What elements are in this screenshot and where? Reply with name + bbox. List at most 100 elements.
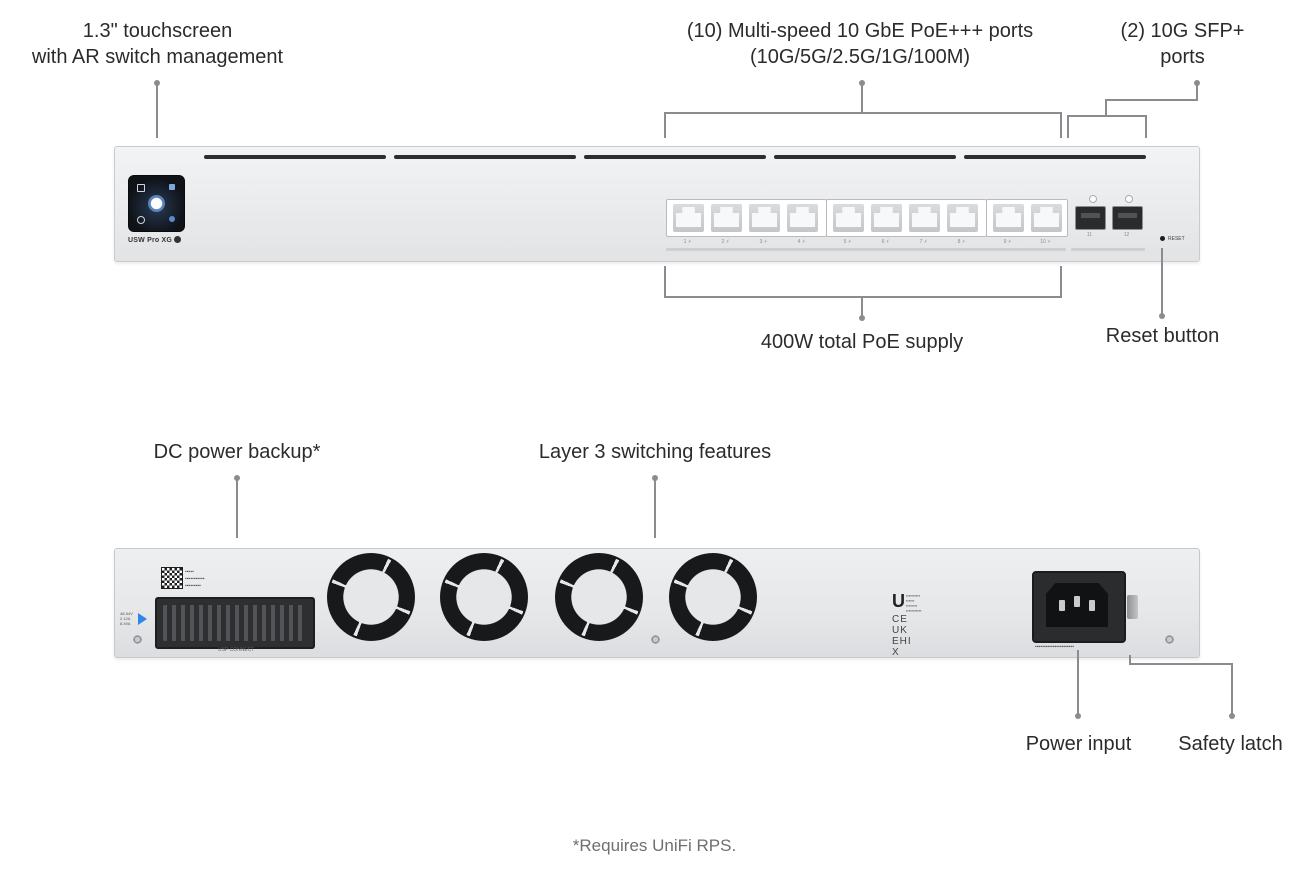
port-group-1-4: [666, 199, 827, 237]
screw: [133, 635, 142, 644]
callout-dot: [1075, 713, 1081, 719]
callout-line: [1105, 99, 1198, 101]
rj45-port-2[interactable]: [711, 204, 742, 232]
bracket-line: [664, 296, 1062, 298]
bracket-line: [664, 266, 666, 297]
ac-inlet-cavity: [1046, 583, 1108, 627]
sfp-port-12[interactable]: [1112, 206, 1143, 230]
safety-latch-label: Safety latch: [1178, 733, 1283, 755]
screen-info-icon: [137, 216, 145, 224]
port-number-label: 7 ⚡: [919, 239, 928, 245]
sfp-led-strip: [1071, 248, 1145, 251]
port-number-label: 4 ⚡: [797, 239, 806, 245]
sfp-ports-label: (2) 10G SFP+ ports: [1100, 18, 1265, 70]
screen-camera-icon: [169, 184, 175, 190]
bracket-line: [1067, 115, 1147, 117]
power-input-label: Power input: [1025, 733, 1132, 755]
multispeed-label-line1: (10) Multi-speed 10 GbE PoE+++ ports: [686, 20, 1034, 42]
layer3-label: Layer 3 switching features: [538, 441, 772, 463]
rj45-port-10[interactable]: [1031, 204, 1062, 232]
qr-text-line: ▪▪▪▪▪▪▪▪▪▪▪: [185, 576, 205, 582]
callout-line: [156, 83, 158, 138]
port-number-label: 5 ⚡: [843, 239, 852, 245]
dc-rating-line: 2.12A: [120, 616, 131, 621]
sfp-led-11: [1089, 195, 1097, 203]
front-vent: [774, 155, 956, 159]
callout-line: [654, 478, 656, 538]
sfp-led-12: [1125, 195, 1133, 203]
port-led-strip: [666, 248, 1066, 251]
port-number-label: 8 ⚡: [957, 239, 966, 245]
touchscreen-label-line2: with AR switch management: [31, 46, 284, 68]
power-indicator-icon: [138, 613, 147, 625]
port-number-label: 9 ⚡: [1003, 239, 1012, 245]
bracket-line: [1060, 112, 1062, 138]
callout-line: [1077, 650, 1079, 715]
power-rating-text: ▪▪▪▪▪▪▪▪▪▪▪▪▪▪▪▪▪▪▪▪▪▪: [1035, 644, 1074, 650]
callout-line: [236, 478, 238, 538]
front-vent: [394, 155, 576, 159]
switch-front-panel: USW Pro XG 1 ⚡ 2 ⚡ 3 ⚡ 4 ⚡ 5 ⚡ 6 ⚡ 7 ⚡ 8…: [114, 146, 1200, 262]
callout-dot: [1159, 313, 1165, 319]
model-name: USW Pro XG: [128, 237, 173, 244]
regulatory-text: ▪▪▪▪▪▪▪▪▪▪▪▪▪▪▪▪▪▪▪▪▪▪▪▪▪▪▪▪▪▪▪▪▪▪▪: [906, 593, 922, 613]
sfp-number-label: 12: [1123, 232, 1130, 238]
poe-supply-label: 400W total PoE supply: [760, 331, 964, 353]
callout-line: [861, 296, 863, 316]
callout-line: [1105, 99, 1107, 115]
dc-backup-label: DC power backup*: [153, 441, 321, 463]
sfp-port-11[interactable]: [1075, 206, 1106, 230]
rj45-port-8[interactable]: [947, 204, 978, 232]
bracket-line: [1060, 266, 1062, 297]
front-vent: [584, 155, 766, 159]
dc-rating-line: 48-54V: [120, 611, 133, 616]
ac-pin: [1059, 600, 1065, 611]
certification-marks: CE UK EHI X: [892, 614, 912, 658]
reset-text: RESET: [1168, 236, 1185, 242]
rj45-port-9[interactable]: [993, 204, 1024, 232]
footnote: *Requires UniFi RPS.: [572, 836, 737, 855]
safety-latch[interactable]: [1127, 595, 1138, 619]
callout-line: [1231, 663, 1233, 715]
touchscreen: [128, 175, 185, 232]
sfp-label-line2: ports: [1160, 46, 1205, 68]
rj45-port-7[interactable]: [909, 204, 940, 232]
ac-power-inlet[interactable]: [1032, 571, 1126, 643]
screw: [1165, 635, 1174, 644]
rj45-port-6[interactable]: [871, 204, 902, 232]
port-number-label: 10 ⚡: [1040, 239, 1051, 245]
port-group-9-10: [986, 199, 1068, 237]
screen-settings-icon: [169, 216, 175, 222]
port-number-label: 2 ⚡: [721, 239, 730, 245]
bracket-line: [1067, 115, 1069, 138]
bracket-line: [1145, 115, 1147, 138]
dc-rating-text: 48-54V 2.12A 8.49A: [120, 611, 133, 626]
switch-back-panel: ▪▪▪▪▪ ▪▪▪▪▪▪▪▪▪▪▪ ▪▪▪▪▪▪▪▪▪ 48-54V 2.12A…: [114, 548, 1200, 658]
screw: [651, 635, 660, 644]
sfp-number-label: 11: [1086, 232, 1093, 238]
callout-line: [1129, 655, 1131, 664]
multispeed-label-line2: (10G/5G/2.5G/1G/100M): [749, 46, 971, 68]
callout-line: [861, 83, 863, 113]
ac-pin: [1089, 600, 1095, 611]
rj45-port-1[interactable]: [673, 204, 704, 232]
cooling-fan: [555, 553, 643, 641]
callout-dot: [859, 315, 865, 321]
port-group-5-8: [826, 199, 987, 237]
rj45-port-4[interactable]: [787, 204, 818, 232]
model-label: USW Pro XG: [128, 236, 182, 244]
screen-center-icon: [148, 195, 165, 212]
front-vent: [204, 155, 386, 159]
port-number-label: 3 ⚡: [759, 239, 768, 245]
screen-square-icon: [137, 184, 145, 192]
dc-power-connector[interactable]: [155, 597, 315, 649]
rj45-port-5[interactable]: [833, 204, 864, 232]
rj45-port-3[interactable]: [749, 204, 780, 232]
reset-pinhole[interactable]: [1160, 236, 1165, 241]
port-number-label: 1 ⚡: [683, 239, 692, 245]
sfp-label-line1: (2) 10G SFP+: [1120, 20, 1245, 42]
dc-connector-pins: [163, 605, 307, 641]
callout-line: [1161, 248, 1163, 314]
ac-pin: [1074, 596, 1080, 607]
dc-connector-label: USP CONNECT: [218, 647, 255, 653]
